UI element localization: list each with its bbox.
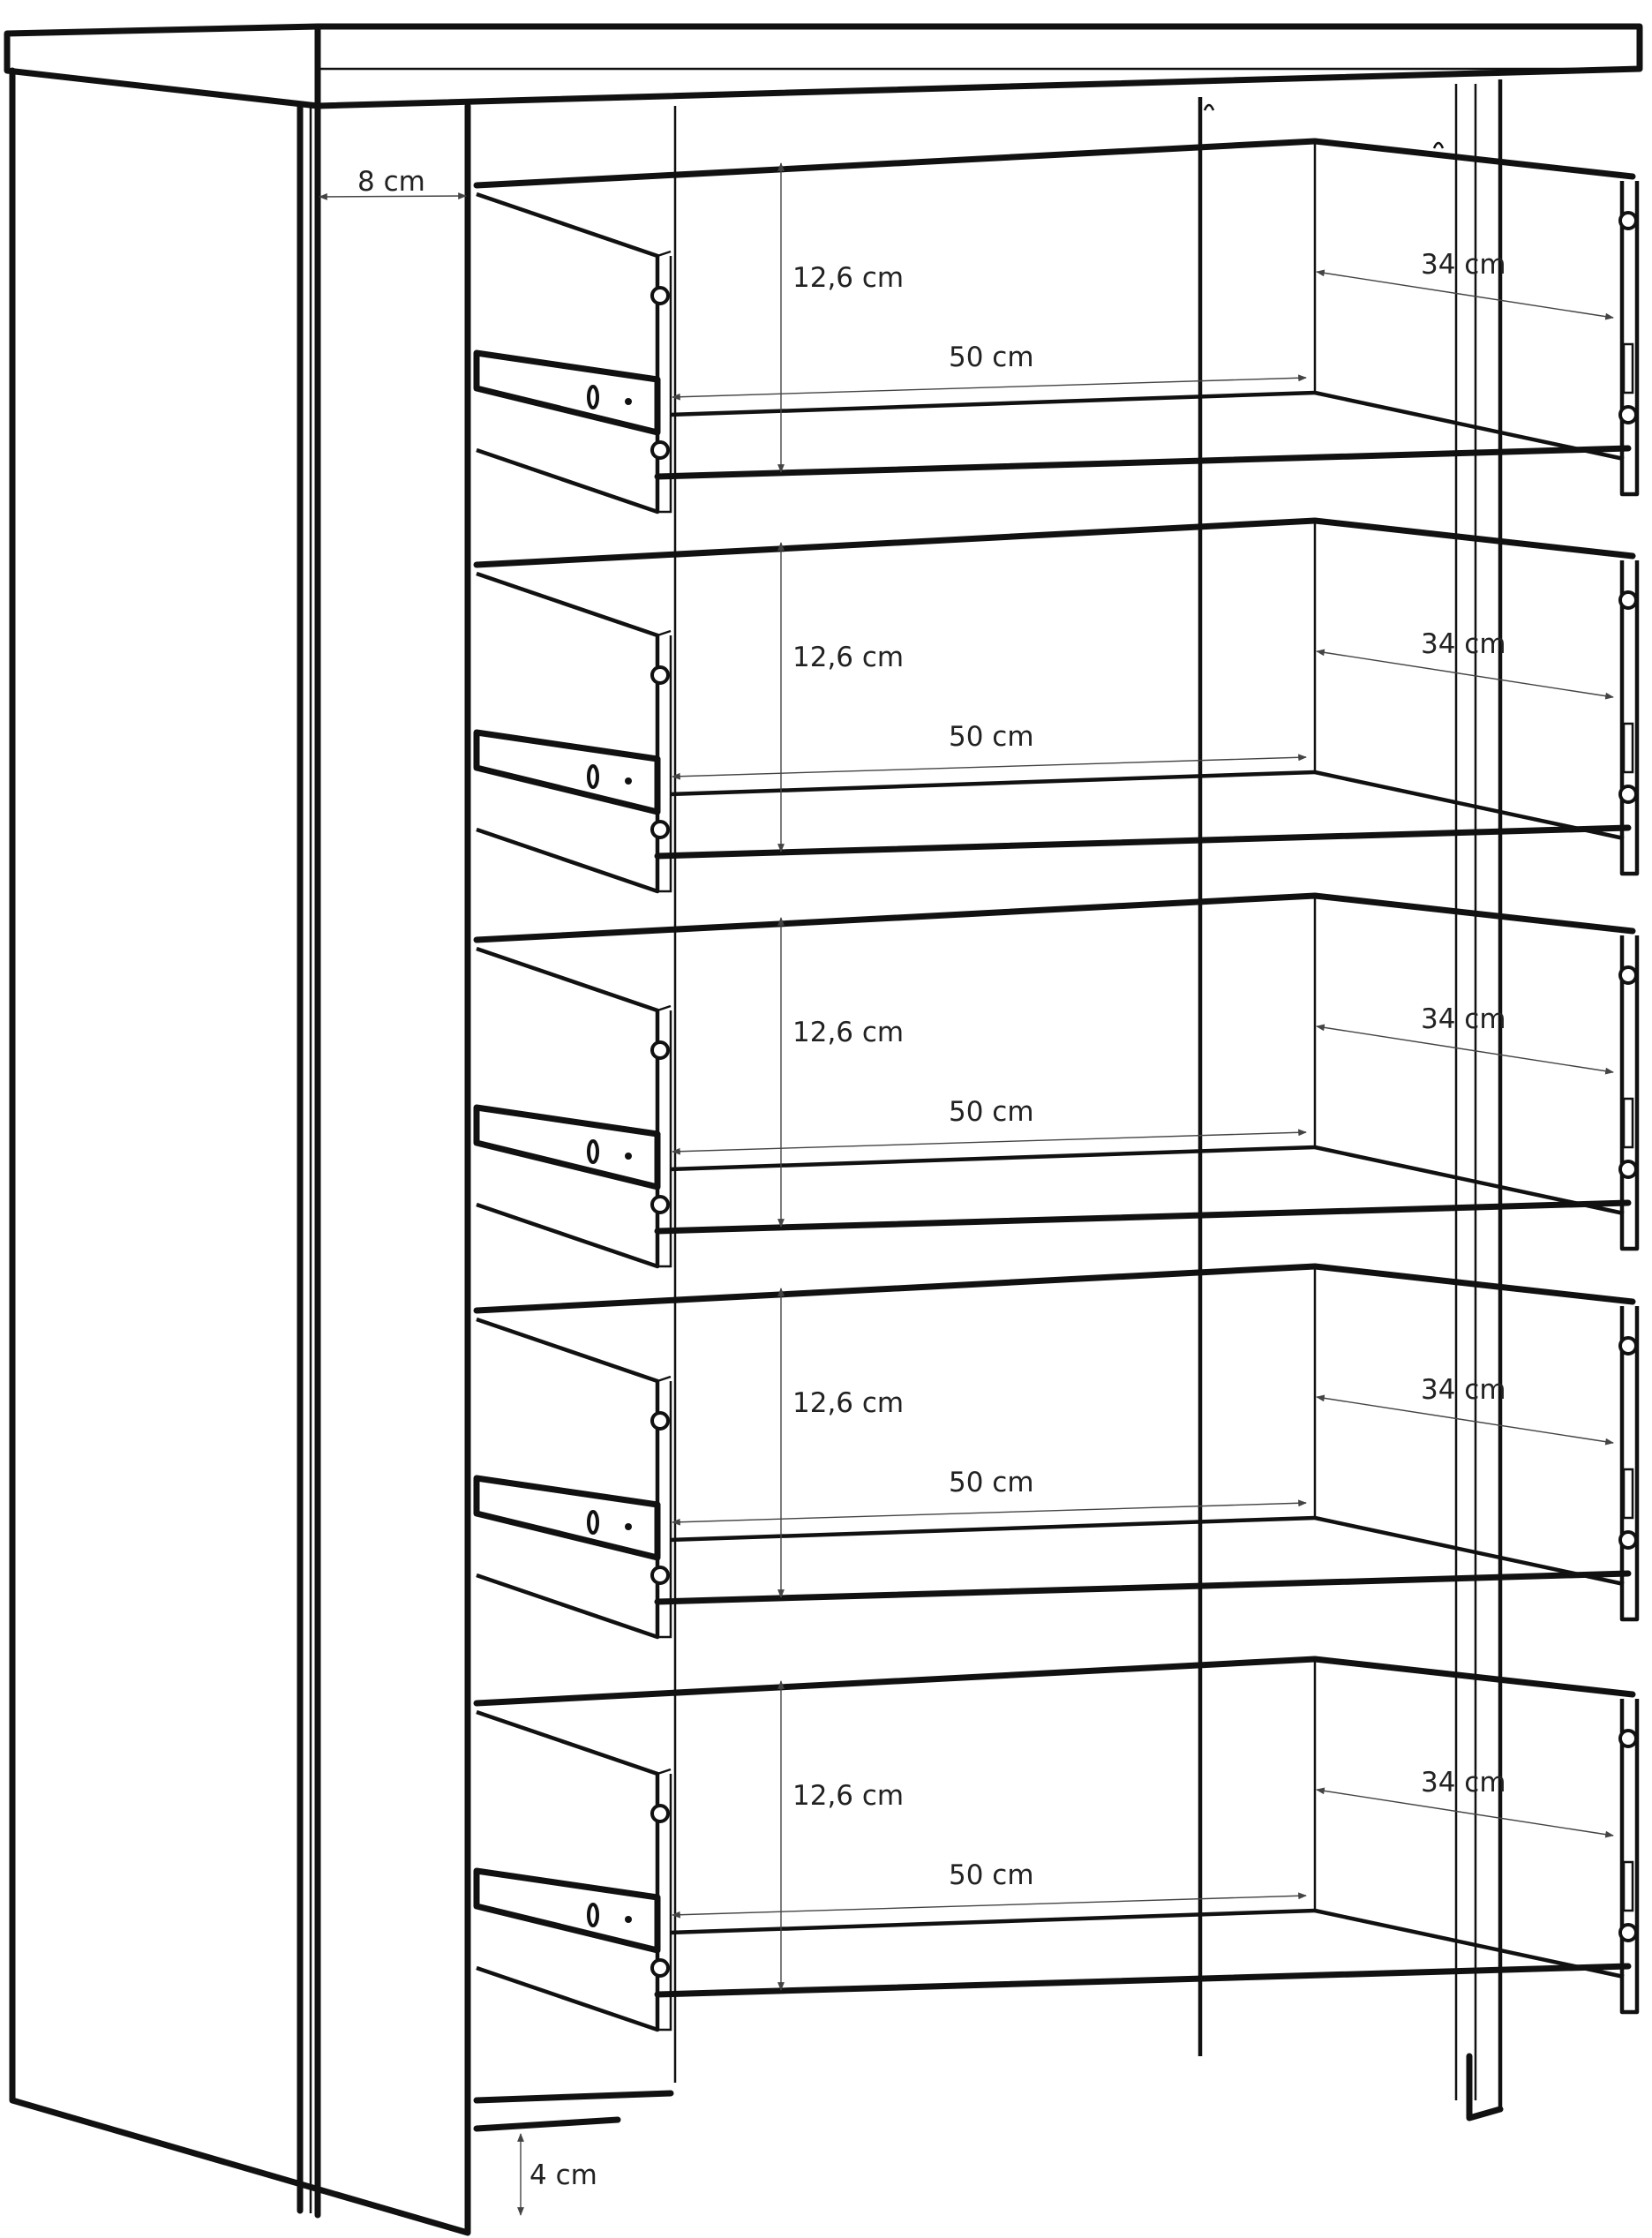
back-frame	[673, 79, 1504, 2122]
drawer-width-label: 50 cm	[949, 1096, 1034, 1128]
drawer-2[interactable]: 12,6 cm 50 cm 34 cm	[473, 517, 1640, 894]
left-side-panel	[9, 67, 471, 2236]
drawer-width-label: 50 cm	[949, 342, 1034, 373]
drawer-5[interactable]: 12,6 cm 50 cm 34 cm	[473, 1656, 1640, 2032]
drawer-4[interactable]: 12,6 cm 50 cm 34 cm	[473, 1263, 1640, 1640]
drawer-width-label: 50 cm	[949, 721, 1034, 753]
drawer-height-label: 12,6 cm	[792, 1387, 904, 1419]
drawer-3[interactable]: 12,6 cm 50 cm 34 cm	[473, 892, 1640, 1269]
drawer-depth-label: 34 cm	[1421, 1767, 1506, 1799]
floor-clearance-label: 4 cm	[529, 2159, 597, 2191]
drawer-height-label: 12,6 cm	[792, 1017, 904, 1048]
side-width-label: 8 cm	[357, 166, 425, 198]
drawer-1[interactable]: 12,6 cm 50 cm 34 cm	[473, 138, 1640, 514]
plinth	[473, 2090, 674, 2132]
drawer-width-label: 50 cm	[949, 1467, 1034, 1498]
drawer-depth-label: 34 cm	[1421, 628, 1506, 660]
drawer-height-label: 12,6 cm	[792, 642, 904, 673]
side-width-dimension: 8 cm	[319, 166, 467, 200]
floor-clearance-dimension: 4 cm	[517, 2133, 597, 2216]
drawer-height-label: 12,6 cm	[792, 1780, 904, 1812]
top-panel	[4, 23, 1643, 109]
drawer-height-label: 12,6 cm	[792, 262, 904, 294]
drawer-depth-label: 34 cm	[1421, 1003, 1506, 1035]
drawer-depth-label: 34 cm	[1421, 249, 1506, 281]
drawer-depth-label: 34 cm	[1421, 1374, 1506, 1406]
drawer-width-label: 50 cm	[949, 1859, 1034, 1891]
